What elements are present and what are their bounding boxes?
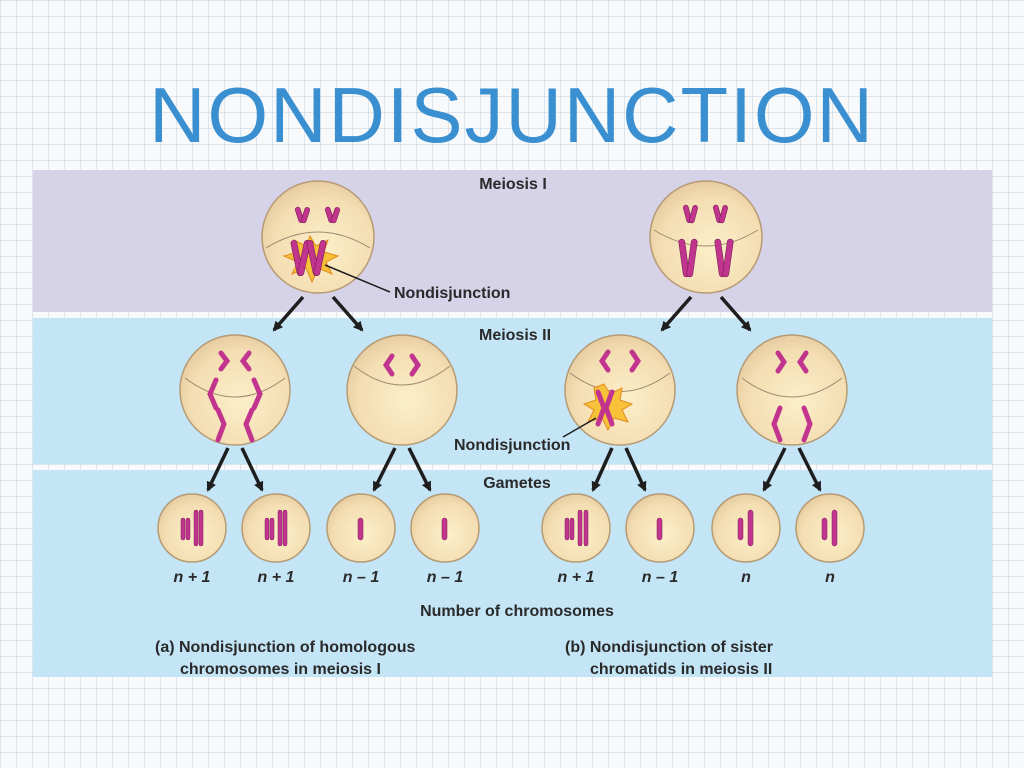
stage-label-gametes: Gametes (483, 475, 551, 493)
caption-b: (b) Nondisjunction of sister chromatids … (565, 637, 773, 681)
gamete-2 (242, 494, 310, 562)
stage-label-meiosis-i: Meiosis I (479, 176, 547, 194)
nondisjunction-label-b: Nondisjunction (454, 437, 570, 455)
gamete-count-5: n + 1 (558, 569, 595, 587)
gamete-count-1: n + 1 (174, 569, 211, 587)
gamete-7 (712, 494, 780, 562)
meiosis-ii-cell-4 (737, 335, 847, 445)
meiosis-i-cell-b (650, 181, 762, 293)
gamete-count-4: n – 1 (427, 569, 463, 587)
nondisjunction-label-a: Nondisjunction (394, 285, 510, 303)
gamete-1 (158, 494, 226, 562)
gamete-5 (542, 494, 610, 562)
gamete-count-2: n + 1 (258, 569, 295, 587)
chromosome-number-title: Number of chromosomes (420, 603, 614, 621)
meiosis-ii-cell-1 (180, 335, 290, 445)
gamete-count-6: n – 1 (642, 569, 678, 587)
meiosis-ii-cell-2 (347, 335, 457, 445)
caption-a-line2: chromosomes in meiosis I (155, 659, 415, 681)
caption-b-line1: (b) Nondisjunction of sister (565, 637, 773, 659)
caption-b-line2: chromatids in meiosis II (565, 659, 773, 681)
gamete-count-3: n – 1 (343, 569, 379, 587)
meiosis-i-cell-a (262, 181, 374, 293)
gamete-count-7: n (741, 569, 751, 587)
gamete-6 (626, 494, 694, 562)
gamete-4 (411, 494, 479, 562)
meiosis-ii-cell-3 (565, 335, 675, 445)
caption-a: (a) Nondisjunction of homologous chromos… (155, 637, 415, 681)
gamete-count-8: n (825, 569, 835, 587)
gamete-3 (327, 494, 395, 562)
gamete-8 (796, 494, 864, 562)
arrows-meiosis-i (274, 297, 750, 330)
stage-label-meiosis-ii: Meiosis II (479, 327, 551, 345)
caption-a-line1: (a) Nondisjunction of homologous (155, 637, 415, 659)
